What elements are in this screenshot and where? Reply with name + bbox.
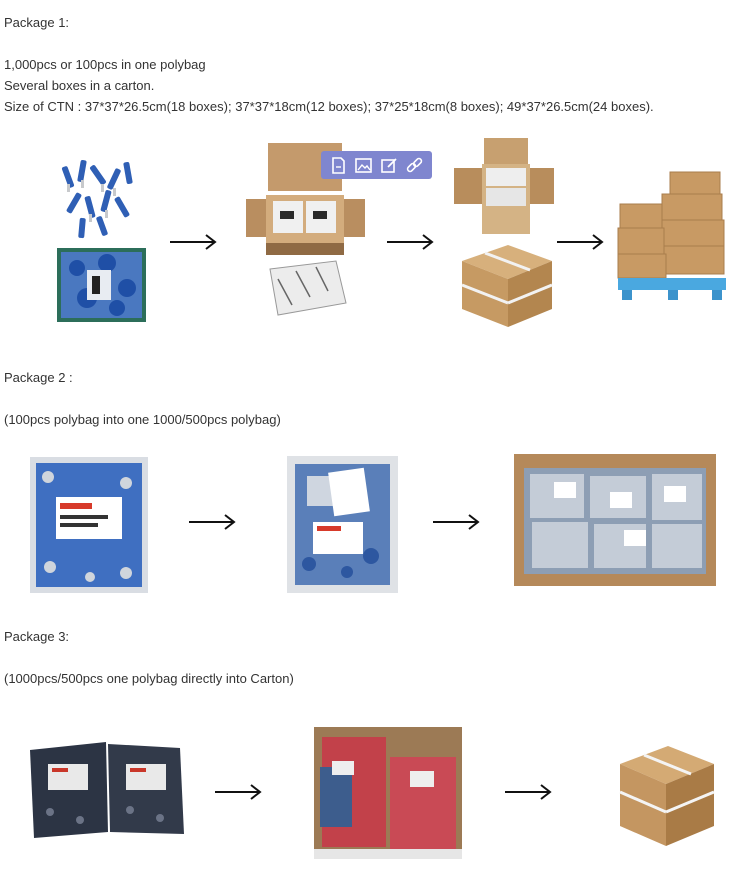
link-icon[interactable]	[405, 156, 424, 175]
open-box-photo	[246, 143, 365, 257]
edit-icon[interactable]	[380, 156, 399, 175]
file-icon[interactable]	[329, 156, 348, 175]
arrow-icon	[386, 232, 434, 252]
loose-terminals-photo	[55, 156, 147, 244]
blue-ring-terminals-bag-photo	[30, 457, 148, 593]
arrow-icon	[169, 232, 217, 252]
arrow-icon	[556, 232, 604, 252]
polybag-terminals-photo	[57, 248, 146, 322]
package3-desc: (1000pcs/500pcs one polybag directly int…	[4, 671, 294, 686]
package2-desc: (100pcs polybag into one 1000/500pcs pol…	[4, 412, 281, 427]
taped-carton-photo	[458, 241, 554, 328]
black-terminal-bags-photo	[30, 742, 184, 838]
large-polybag-photo	[287, 456, 398, 593]
arrow-icon	[432, 512, 480, 532]
package1-title: Package 1:	[4, 15, 70, 30]
arrow-icon	[504, 782, 552, 802]
image-icon[interactable]	[354, 156, 373, 175]
package1-line2: Several boxes in a carton.	[4, 78, 155, 93]
carton-red-blue-bags-photo	[314, 727, 462, 859]
package3-title: Package 3:	[4, 629, 70, 644]
package2-title: Package 2 :	[4, 370, 73, 385]
package1-line3: Size of CTN : 37*37*26.5cm(18 boxes); 37…	[4, 99, 654, 114]
pallet-cartons-photo	[614, 168, 730, 310]
arrow-icon	[214, 782, 262, 802]
image-toolbar	[321, 151, 432, 179]
package1-line1: 1,000pcs or 100pcs in one polybag	[4, 57, 206, 72]
arrow-icon	[188, 512, 236, 532]
final-taped-carton-photo	[616, 742, 716, 850]
carton-with-bags-photo	[514, 454, 716, 586]
closed-box-photo	[266, 259, 348, 317]
open-carton-photo	[454, 138, 554, 234]
